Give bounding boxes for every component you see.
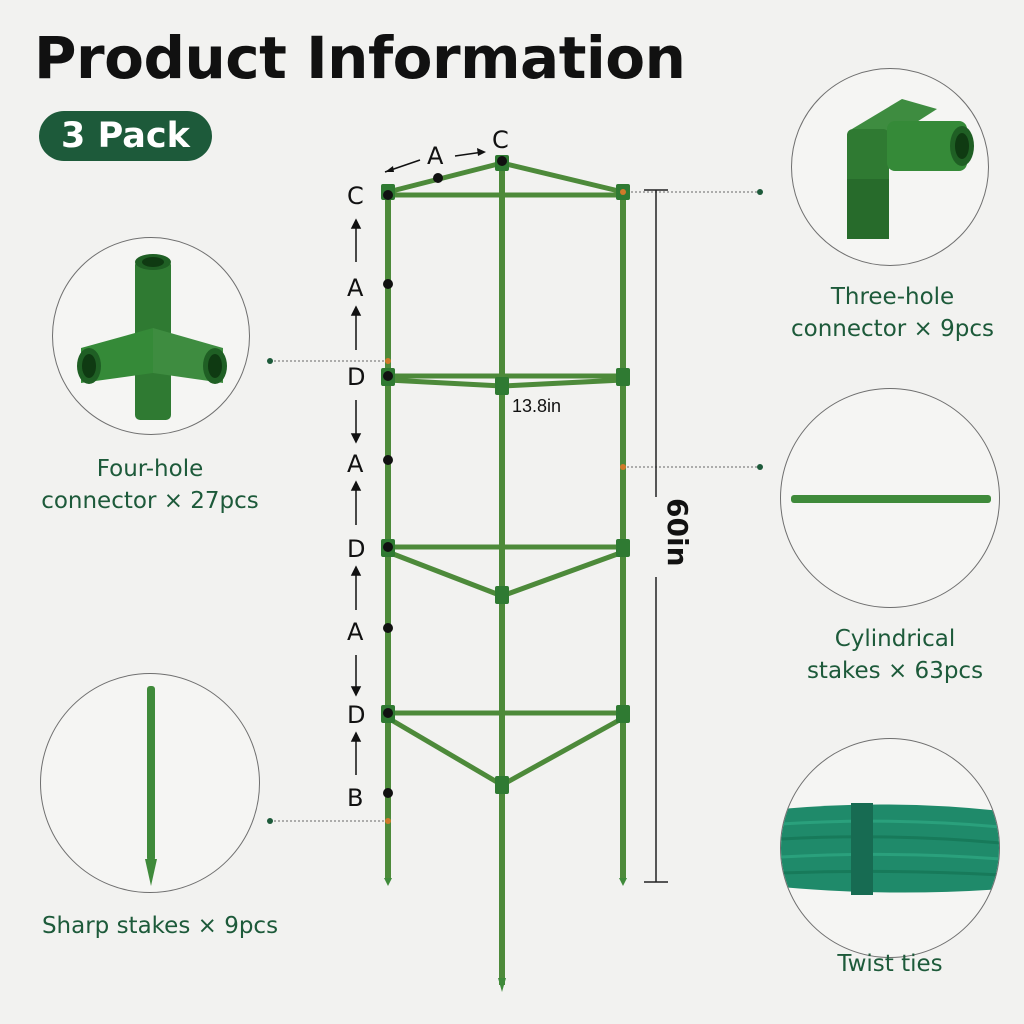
stake-tip [498, 978, 506, 992]
leader-dot [267, 358, 273, 364]
top-rail [501, 160, 624, 195]
leader-dot [757, 189, 763, 195]
four-hole-caption: Four-hole connector × 27pcs [41, 456, 259, 514]
stake-tip [619, 878, 627, 886]
label-a: A [347, 450, 364, 478]
sharp-caption: Sharp stakes × 9pcs [41, 913, 279, 939]
arrow-head [385, 166, 394, 172]
tier-rail [386, 715, 504, 788]
stake-tip [384, 878, 392, 886]
three-hole-connector-image [791, 68, 989, 266]
tier-rail [501, 377, 624, 389]
label-d: D [347, 363, 365, 391]
label-d: D [347, 701, 365, 729]
tier-rail [387, 377, 503, 389]
joint-markers [385, 189, 626, 824]
twist-ties-caption: Twist ties [837, 951, 943, 977]
twist-ties-image [780, 738, 1000, 958]
tier-rail [501, 549, 624, 599]
tier-rail [387, 549, 503, 599]
height-label: 60in [661, 498, 694, 567]
arrow-head [477, 148, 486, 156]
tier-rail [500, 715, 625, 788]
joint-dots [383, 156, 507, 798]
pack-badge: 3 Pack [39, 111, 212, 161]
four-hole-connector-image [52, 237, 250, 435]
leader-dot [267, 818, 273, 824]
three-hole-caption: Three-hole connector × 9pcs [791, 284, 994, 342]
width-label: 13.8in [512, 396, 561, 416]
cylindrical-caption: Cylindrical stakes × 63pcs [806, 626, 984, 684]
connectors [381, 155, 630, 794]
label-a: A [347, 274, 364, 302]
cylindrical-stake-image [780, 388, 1000, 608]
label-d: D [347, 535, 365, 563]
left-labels: C A D A D A D B [347, 182, 365, 812]
top-rail [387, 160, 503, 195]
label-a: A [347, 618, 364, 646]
leader-dot [757, 464, 763, 470]
label-c: C [347, 182, 364, 210]
left-arrows [350, 218, 362, 775]
label-b: B [347, 784, 363, 812]
top-label-a: A [427, 142, 444, 170]
page-title: Product Information [34, 24, 686, 92]
sharp-stake-image [40, 673, 260, 893]
top-label-c: C [492, 126, 509, 154]
